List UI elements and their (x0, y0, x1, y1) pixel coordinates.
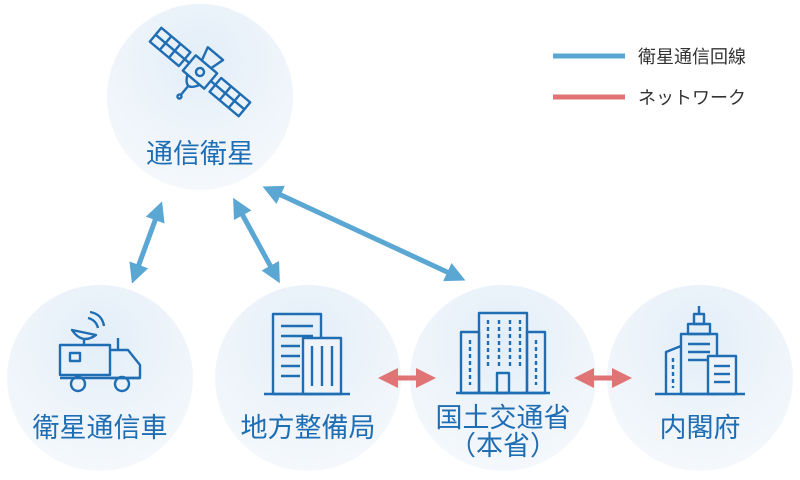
mlit-node (410, 285, 596, 471)
link-satellite-vehicle (129, 201, 165, 284)
mlit-label: 国土交通省 (436, 403, 571, 434)
regional-label: 地方整備局 (241, 413, 376, 444)
cabinet-node (607, 285, 793, 471)
satellite-vehicle-icon (58, 310, 142, 393)
legend-satellite-line-label: 衛星通信回線 (638, 47, 746, 68)
mlit-sublabel: （本省） (449, 431, 557, 462)
headquarters-building-icon (456, 311, 550, 395)
cabinet-label: 内閣府 (660, 413, 741, 444)
satellite-icon (148, 26, 252, 118)
office-building-icon (264, 312, 350, 396)
link-satellite-regional (233, 197, 280, 284)
satellite-node (107, 4, 293, 190)
satellite-label: 通信衛星 (146, 139, 254, 170)
link-satellite-mlit (262, 185, 466, 282)
vehicle-label: 衛星通信車 (33, 413, 168, 444)
legend: 衛星通信回線 ネットワーク (553, 47, 746, 109)
legend-network-label: ネットワーク (638, 88, 746, 109)
city-buildings-icon (655, 306, 745, 396)
